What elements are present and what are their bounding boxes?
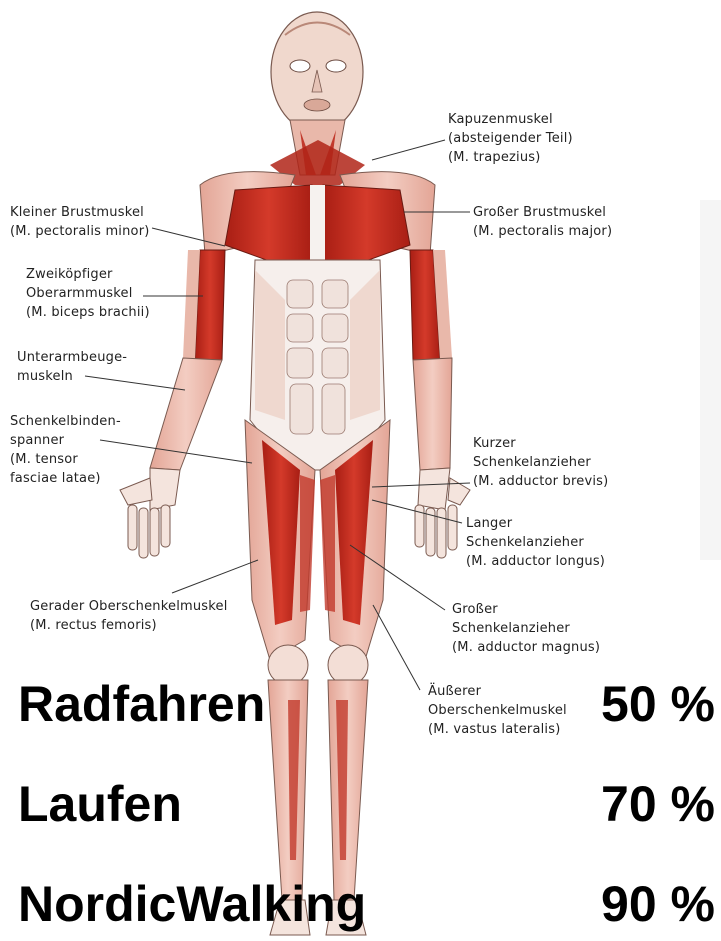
label-adductor-magnus: Großer Schenkelanzieher (M. adductor mag… [452, 600, 600, 657]
label-biceps: Zweiköpfiger Oberarmmuskel (M. biceps br… [26, 265, 150, 322]
label-tensor-fasciae-latae: Schenkelbinden- spanner (M. tensor fasci… [10, 412, 121, 488]
biceps-right [195, 250, 225, 360]
lower-leg-right [268, 680, 308, 900]
hand-right [120, 468, 180, 558]
forearm-left [413, 358, 452, 470]
label-pectoralis-minor: Kleiner Brustmuskel (M. pectoralis minor… [10, 203, 150, 241]
activity-name-laufen: Laufen [18, 776, 182, 832]
activity-percent-laufen: 70 % [560, 776, 715, 832]
label-vastus-lateralis: Äußerer Oberschenkelmuskel (M. vastus la… [428, 682, 567, 739]
activity-percent-nordicwalking: 90 % [560, 876, 715, 932]
lower-leg-left [328, 680, 368, 900]
knee-right [268, 645, 308, 685]
activity-name-nordicwalking: NordicWalking [18, 876, 366, 932]
head [271, 12, 363, 132]
label-adductor-longus: Langer Schenkelanzieher (M. adductor lon… [466, 514, 605, 571]
label-pectoralis-major: Großer Brustmuskel (M. pectoralis major) [473, 203, 612, 241]
activity-name-radfahren: Radfahren [18, 676, 265, 732]
activity-percent-radfahren: 50 % [560, 676, 715, 732]
knee-left [328, 645, 368, 685]
label-rectus-femoris: Gerader Oberschenkelmuskel (M. rectus fe… [30, 597, 228, 635]
label-adductor-brevis: Kurzer Schenkelanzieher (M. adductor bre… [473, 434, 608, 491]
label-trapezius: Kapuzenmuskel (absteigender Teil) (M. tr… [448, 110, 573, 167]
background-shade [700, 200, 721, 560]
pectoral-muscles [225, 185, 410, 265]
label-forearm-flexors: Unterarmbeuge- muskeln [17, 348, 127, 386]
